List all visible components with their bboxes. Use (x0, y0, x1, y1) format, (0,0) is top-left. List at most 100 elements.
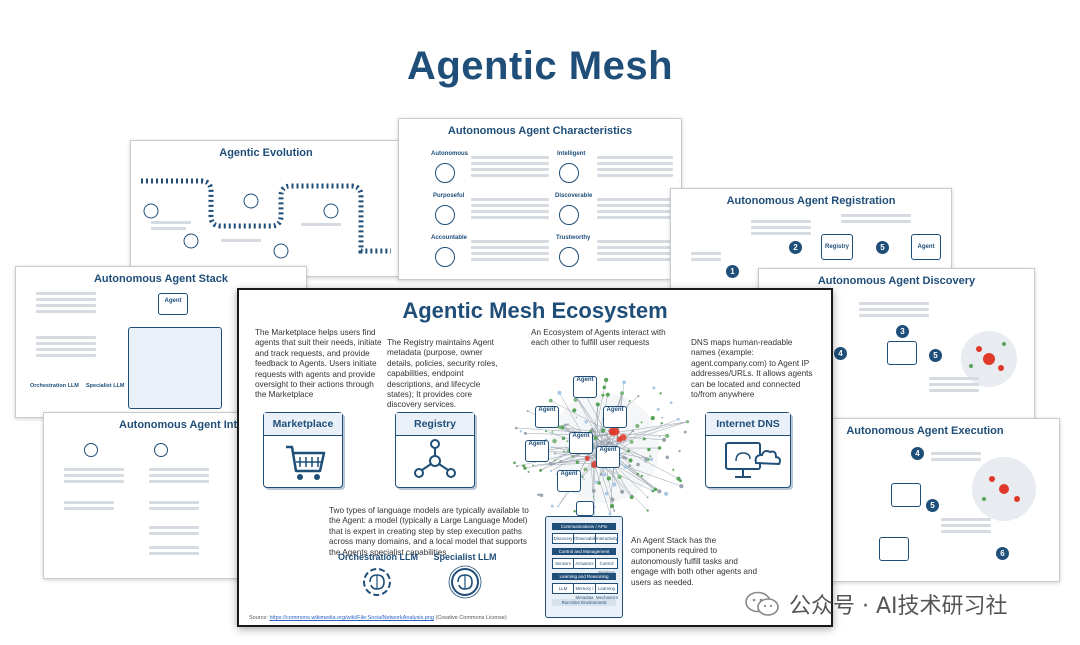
network-agent-right[interactable]: Agent (596, 446, 620, 468)
slide-agent-execution: Autonomous Agent Execution 4 5 6 (790, 418, 1060, 582)
network-node (601, 393, 605, 397)
network-node (550, 504, 554, 508)
network-node (620, 489, 625, 494)
network-agent-upper-left[interactable]: Agent (535, 406, 559, 428)
network-node (656, 407, 660, 411)
source-link[interactable]: https://commons.wikimedia.org/wiki/File:… (269, 615, 434, 621)
network-node (571, 455, 575, 459)
network-node (581, 476, 584, 478)
internet-dns-box[interactable]: Internet DNS (705, 412, 791, 488)
execution-registry-box (879, 537, 909, 561)
purposeful-icon (435, 205, 455, 225)
orchestration-brain-icon (363, 568, 391, 596)
network-node (566, 423, 569, 426)
network-node (550, 463, 553, 466)
stack-specialist-label: Specialist LLM (86, 383, 125, 389)
stack-cell-llm: LLM (552, 583, 574, 594)
network-agent-top[interactable]: Agent (573, 376, 597, 398)
stack-runtime-row: Run-time Environment (552, 599, 616, 606)
network-node (646, 509, 649, 512)
network-link (609, 435, 665, 441)
network-node (539, 493, 544, 498)
network-node (659, 392, 662, 395)
network-node (661, 416, 664, 419)
execution-agent-box (891, 483, 921, 507)
network-node (649, 457, 654, 462)
network-agent-middle[interactable]: Agent (569, 432, 593, 454)
network-node (661, 437, 667, 442)
network-node (672, 468, 675, 471)
network-node (605, 392, 610, 397)
network-node (548, 398, 553, 403)
network-node (519, 430, 522, 433)
stack-cell-learning-mechanism: Learning Mechanism (595, 583, 618, 600)
network-node (612, 482, 617, 487)
network-link (559, 426, 607, 434)
network-node (583, 467, 588, 472)
slide-title-execution: Autonomous Agent Execution (846, 425, 1004, 437)
stack-control-row: Control and Management (552, 548, 616, 555)
network-node (591, 488, 596, 493)
network-node (593, 436, 598, 440)
network-node (550, 446, 553, 449)
llm-description: Two types of language models are typical… (329, 506, 529, 557)
network-node (602, 385, 607, 390)
stack-top-agent (576, 501, 594, 516)
registration-registry-box: Registry (821, 234, 853, 260)
network-node (608, 512, 612, 516)
execution-network-graphic (972, 457, 1036, 521)
source-credit: Source: https://commons.wikimedia.org/wi… (249, 615, 507, 621)
stack-cell-interactivity: Interactivity (595, 533, 618, 544)
network-node (553, 459, 556, 462)
network-node (631, 429, 635, 433)
network-node (628, 400, 631, 402)
network-node (606, 441, 611, 446)
network-node (623, 465, 627, 469)
network-node (636, 472, 640, 476)
network-node (642, 437, 646, 441)
marketplace-box[interactable]: Marketplace (263, 412, 343, 488)
stack-learning-row: Learning and Reasoning (552, 573, 616, 580)
network-link (617, 419, 679, 444)
network-node (575, 416, 578, 419)
discovery-agent-box (887, 341, 917, 365)
network-node (610, 497, 615, 502)
dns-label: Internet DNS (706, 413, 790, 436)
network-node (553, 452, 556, 455)
marketplace-label: Marketplace (264, 413, 342, 436)
network-node (572, 408, 577, 413)
network-node (560, 425, 565, 430)
network-node (637, 395, 640, 398)
registry-description: The Registry maintains Agent metadata (p… (387, 338, 498, 410)
network-node (514, 426, 518, 430)
ecosystem-title: Agentic Mesh Ecosystem (402, 298, 668, 323)
network-agent-bottom[interactable]: Agent (557, 470, 581, 492)
autonomous-icon (435, 163, 455, 183)
network-node (651, 488, 654, 491)
shopping-cart-icon (286, 445, 326, 480)
network-node (523, 466, 527, 470)
network-node (583, 478, 585, 481)
network-node (551, 430, 554, 433)
network-node (613, 509, 616, 512)
accountable-icon (435, 247, 455, 267)
network-node (620, 391, 625, 396)
discoverable-icon (559, 205, 579, 225)
stack-cell-memory: Memory / Metadata (573, 583, 596, 600)
slide-title-characteristics: Autonomous Agent Characteristics (447, 125, 633, 137)
network-hub-node (584, 455, 590, 461)
network-agent-upper-right[interactable]: Agent (603, 406, 627, 428)
observability-interface-icon (154, 443, 168, 457)
network-agent-left[interactable]: Agent (525, 440, 549, 462)
network-node (678, 450, 681, 453)
network-node (658, 435, 661, 438)
agents-description: An Ecosystem of Agents interact with eac… (531, 328, 666, 348)
network-node (653, 487, 658, 492)
slide-title-interfaces: Autonomous Agent Interfaces (119, 419, 276, 431)
discovery-network-graphic (961, 331, 1017, 387)
network-node (628, 458, 633, 463)
registry-box[interactable]: Registry (395, 412, 475, 488)
stack-cell-observability: Observability (573, 533, 599, 544)
network-node (513, 461, 516, 465)
network-link (593, 462, 595, 508)
